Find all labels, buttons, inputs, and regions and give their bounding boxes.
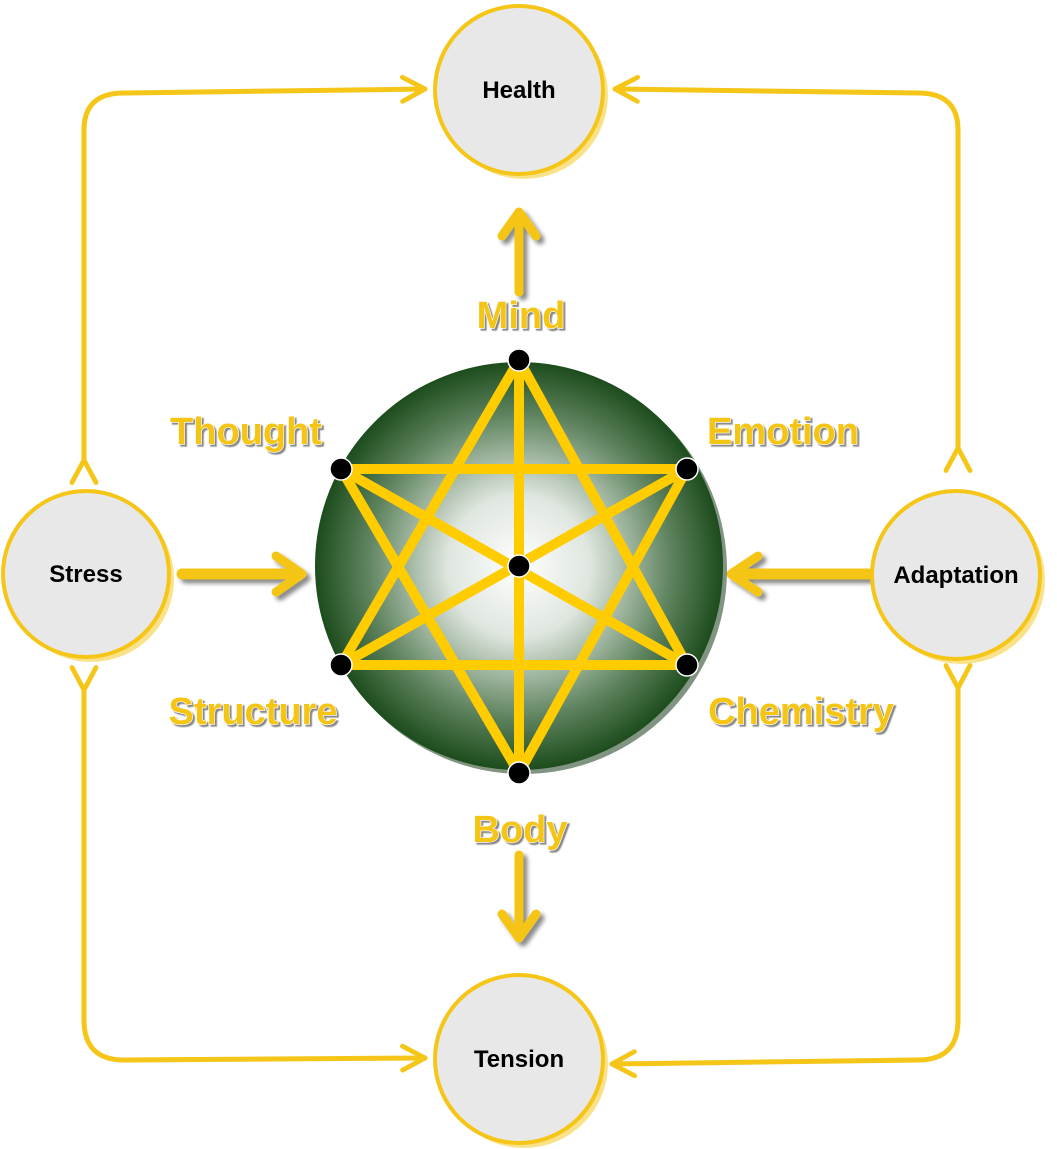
aspect-label-chemistry: Chemistry bbox=[708, 691, 894, 733]
node-tension-label: Tension bbox=[474, 1046, 564, 1073]
aspect-label-thought: Thought bbox=[170, 411, 322, 453]
arrow-body-to-tension bbox=[497, 850, 541, 943]
arrow-adaptation-to-center bbox=[726, 551, 874, 597]
aspect-label-emotion: Emotion bbox=[707, 411, 859, 453]
node-adaptation-label: Adaptation bbox=[893, 562, 1018, 589]
aspect-label-body: Body bbox=[473, 809, 568, 851]
vertex-dot-chemistry bbox=[675, 653, 699, 677]
arrow-stress-to-center bbox=[176, 551, 307, 597]
node-tension: Tension bbox=[433, 973, 608, 1148]
vertex-dot-body bbox=[507, 761, 531, 785]
vertex-dot-structure bbox=[329, 653, 353, 677]
connector-adaptation-tension bbox=[609, 663, 973, 1079]
connector-adaptation-health bbox=[612, 74, 973, 473]
vertex-dot-emotion bbox=[675, 457, 699, 481]
node-health: Health bbox=[433, 4, 608, 179]
arrow-mind-to-health bbox=[497, 207, 541, 297]
vertex-dot-mind bbox=[507, 348, 531, 372]
aspect-label-structure: Structure bbox=[169, 691, 338, 733]
node-adaptation: Adaptation bbox=[870, 489, 1045, 664]
aspect-label-mind: Mind bbox=[477, 295, 566, 337]
node-stress: Stress bbox=[1, 489, 174, 662]
connector-stress-tension bbox=[69, 665, 428, 1073]
vertex-dot-center bbox=[507, 554, 531, 578]
node-health-label: Health bbox=[482, 77, 555, 104]
node-stress-label: Stress bbox=[49, 561, 122, 588]
vertex-dot-thought bbox=[329, 457, 353, 481]
connector-stress-health bbox=[69, 74, 428, 485]
